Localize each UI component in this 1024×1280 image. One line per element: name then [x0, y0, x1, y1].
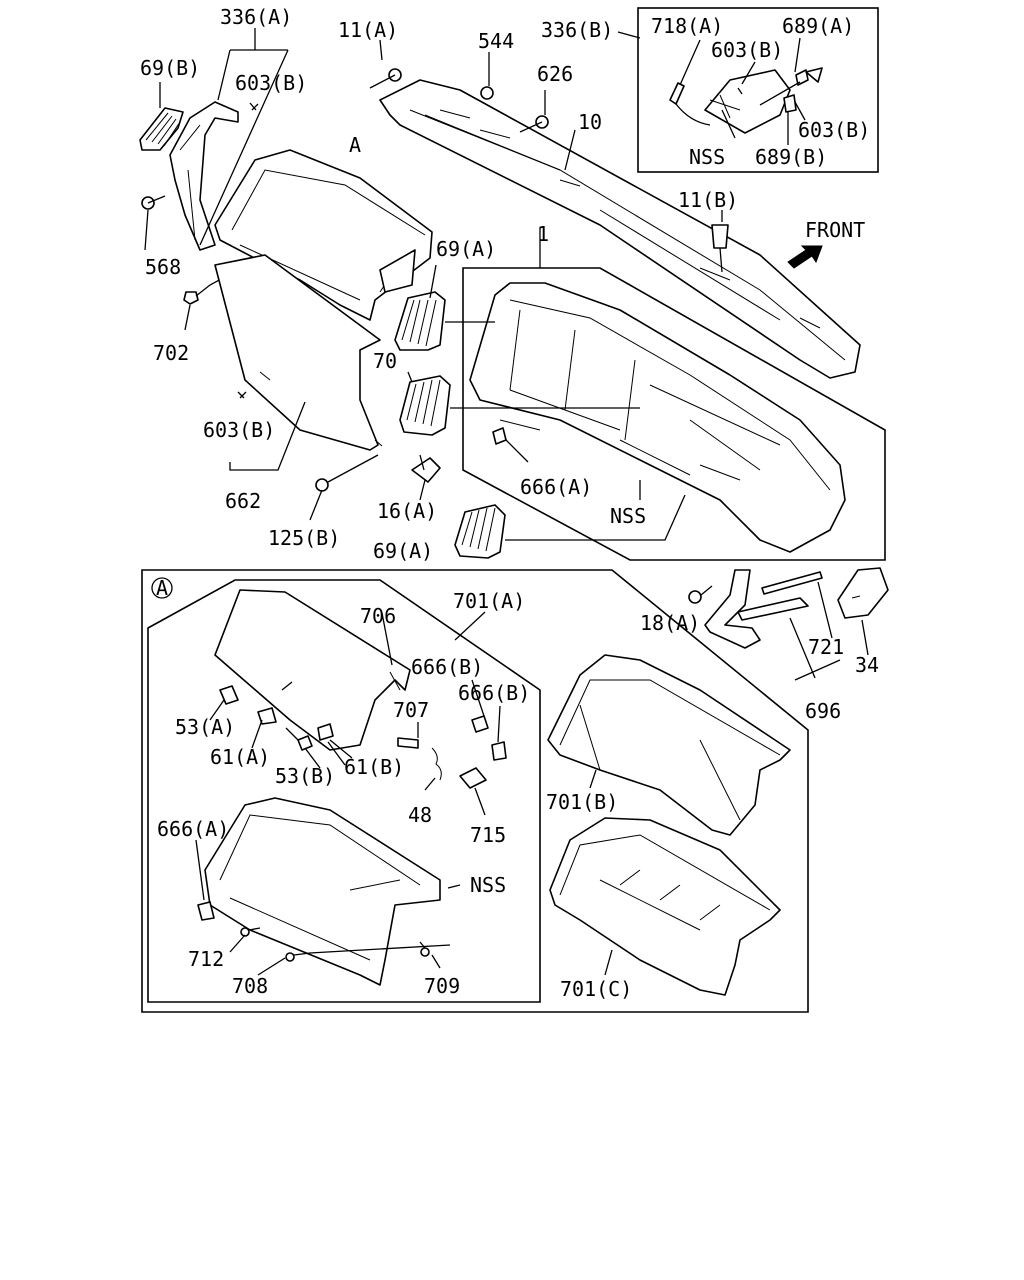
label-666b-1: 666(B): [411, 655, 483, 679]
section-marker-a-top: A: [349, 133, 361, 157]
label-603b-3: 603(B): [711, 38, 783, 62]
lower-right-parts: [688, 567, 889, 679]
label-718a: 718(A): [651, 14, 723, 38]
section-a-parts: [195, 589, 507, 986]
label-nss-1: NSS: [610, 504, 646, 528]
label-34: 34: [855, 653, 879, 677]
glove-box-assembly-upper: [214, 149, 433, 451]
label-689b: 689(B): [755, 145, 827, 169]
label-721: 721: [808, 635, 844, 659]
label-603b-1: 603(B): [235, 71, 307, 95]
upper-panel-assembly: [369, 68, 861, 379]
label-70: 70: [373, 349, 397, 373]
label-69a-1: 69(A): [436, 237, 496, 261]
part-labels: 336(A) 69(B) 603(B) 568 702 603(B) 662 1…: [140, 5, 879, 1001]
label-69b: 69(B): [140, 56, 200, 80]
label-666b-2: 666(B): [458, 681, 530, 705]
label-48: 48: [408, 803, 432, 827]
label-603b-4: 603(B): [798, 118, 870, 142]
label-18a: 18(A): [640, 611, 700, 635]
glove-box-variants: [547, 654, 791, 996]
label-626: 626: [537, 62, 573, 86]
label-689a: 689(A): [782, 14, 854, 38]
label-11a: 11(A): [338, 18, 398, 42]
label-61b: 61(B): [344, 755, 404, 779]
section-a-frame: [141, 569, 809, 1013]
label-69a-2: 69(A): [373, 539, 433, 563]
label-10: 10: [578, 110, 602, 134]
label-nss-3: NSS: [470, 873, 506, 897]
label-61a: 61(A): [210, 745, 270, 769]
label-53a: 53(A): [175, 715, 235, 739]
label-front: FRONT: [805, 218, 865, 242]
label-702: 702: [153, 341, 189, 365]
label-336b: 336(B): [541, 18, 613, 42]
label-715: 715: [470, 823, 506, 847]
label-125b: 125(B): [268, 526, 340, 550]
label-696: 696: [805, 699, 841, 723]
instrument-panel-assembly: [315, 267, 886, 561]
label-709: 709: [424, 974, 460, 998]
label-16a: 16(A): [377, 499, 437, 523]
label-666a-2: 666(A): [157, 817, 229, 841]
label-701b: 701(B): [546, 790, 618, 814]
side-trim-assembly: [139, 101, 266, 305]
label-11b: 11(B): [678, 188, 738, 212]
label-336a: 336(A): [220, 5, 292, 29]
section-marker-a: A: [156, 576, 168, 600]
label-53b: 53(B): [275, 764, 335, 788]
label-568: 568: [145, 255, 181, 279]
inset-detail: [637, 7, 879, 173]
label-701c: 701(C): [560, 977, 632, 1001]
front-arrow-icon: [787, 245, 823, 269]
label-666a-1: 666(A): [520, 475, 592, 499]
label-603b-2: 603(B): [203, 418, 275, 442]
label-544: 544: [478, 29, 514, 53]
label-nss-2: NSS: [689, 145, 725, 169]
label-706: 706: [360, 604, 396, 628]
label-707: 707: [393, 698, 429, 722]
label-1: 1: [537, 222, 549, 246]
label-701a: 701(A): [453, 589, 525, 613]
label-712: 712: [188, 947, 224, 971]
label-708: 708: [232, 974, 268, 998]
leader-lines: [144, 28, 841, 976]
label-662: 662: [225, 489, 261, 513]
